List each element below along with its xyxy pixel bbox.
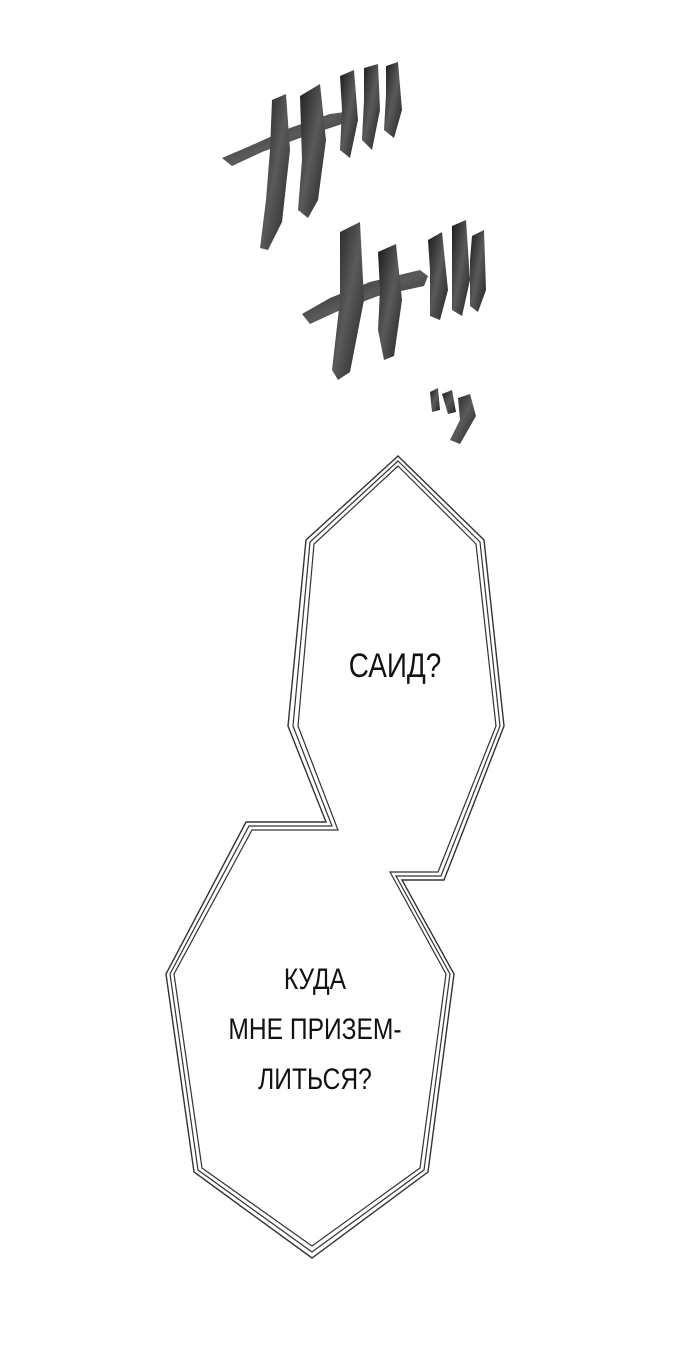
bubble-outline-inner xyxy=(169,460,501,1253)
speech-line-2: МНЕ ПРИЗЕМ- xyxy=(228,1013,402,1046)
bubble-outline xyxy=(165,455,505,1259)
scribbled-sound-effect-icon xyxy=(222,62,486,444)
speech-line-3: ЛИТЬСЯ? xyxy=(258,1063,372,1096)
sfx-strokes xyxy=(222,62,486,444)
speech-bubble-second-text: КУДА МНЕ ПРИЗЕМ- ЛИТЬСЯ? xyxy=(221,955,410,1105)
speech-bubble-first-text: САИД? xyxy=(348,647,442,685)
speech-line-1: КУДА xyxy=(283,963,347,996)
